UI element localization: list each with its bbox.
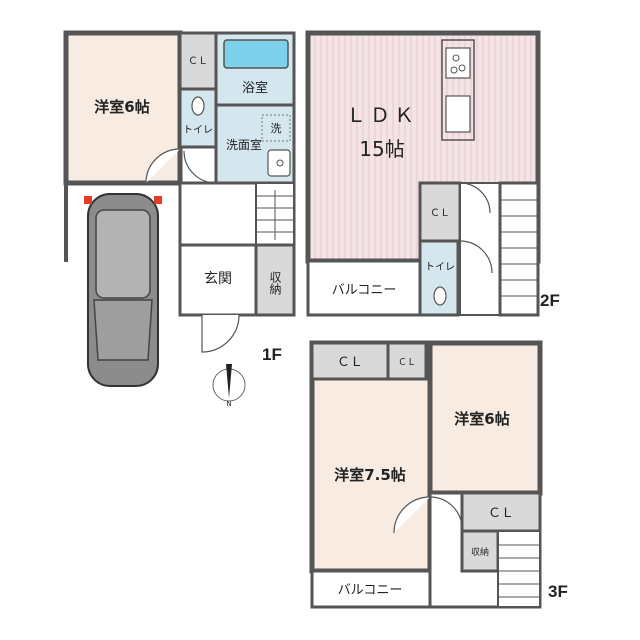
floor-label-1f: 1F — [262, 345, 282, 364]
door-washroom — [183, 150, 217, 184]
label-ldk: ＬＤＫ — [346, 103, 418, 127]
stairs-3f — [497, 530, 541, 608]
label-balcony-2f: バルコニー — [332, 283, 397, 298]
room-entrance — [178, 243, 258, 317]
door-western-3f-b — [429, 496, 463, 530]
compass-north-label: N — [226, 400, 231, 408]
room-balcony-2f — [306, 259, 422, 317]
label-bathroom: 浴室 — [242, 80, 268, 96]
floor-2f — [305, 30, 541, 317]
stairs-steps-3f — [498, 544, 540, 598]
label-closet-2f: ＣＬ — [430, 208, 450, 219]
stairs-steps-1f — [256, 190, 294, 240]
hall-2f — [459, 182, 501, 316]
room-shoe-storage — [254, 243, 296, 317]
room-closet-3f-b — [386, 341, 428, 381]
door-closet-2f — [459, 182, 491, 214]
kitchen-counter — [441, 39, 475, 141]
floor-label-3f: 3F — [548, 582, 568, 601]
sink-basin — [267, 149, 291, 177]
room-balcony-3f — [310, 569, 432, 609]
door-western-1f — [145, 148, 181, 184]
room-western-1f — [63, 30, 183, 186]
door-western-3f-a — [393, 496, 431, 534]
stairs-steps-2f — [500, 199, 538, 297]
floor-3f — [309, 340, 543, 609]
washer-space — [261, 114, 291, 142]
label-toilet-2f: トイレ — [425, 262, 455, 273]
compass-icon: N — [212, 364, 246, 408]
floor-label-2f: 2F — [540, 291, 560, 310]
room-western-3f-b — [427, 340, 543, 496]
toilet-bowl-icon — [191, 96, 205, 116]
label-shoe-storage: 収納 — [268, 271, 282, 295]
floor-1f: N — [63, 30, 296, 408]
label-closet-3f-b: ＣＬ — [398, 358, 416, 368]
car-icon — [84, 193, 162, 387]
burner-icon — [452, 54, 460, 62]
kitchen-sink — [445, 95, 471, 133]
door-entrance — [201, 314, 240, 353]
bathtub — [223, 39, 289, 69]
kitchen-stove — [445, 47, 471, 79]
label-closet-1f: ＣＬ — [188, 56, 208, 67]
label-storage-3f: 収納 — [471, 546, 489, 558]
label-western-3f-b: 洋室6帖 — [454, 410, 509, 428]
burner-icon — [450, 66, 458, 74]
label-western-1f: 洋室6帖 — [94, 98, 149, 116]
label-western-3f-a: 洋室7.5帖 — [334, 466, 406, 484]
label-balcony-3f: バルコニー — [338, 583, 403, 598]
label-toilet-1f: トイレ — [183, 125, 213, 136]
label-entrance: 玄関 — [204, 270, 232, 287]
label-closet-3f-c: ＣＬ — [488, 506, 514, 521]
toilet-bowl-icon — [433, 286, 447, 306]
burner-icon — [458, 64, 466, 72]
door-toilet-2f — [459, 240, 493, 274]
drain-icon — [276, 159, 284, 167]
label-washroom: 洗面室 — [226, 137, 262, 152]
label-ldk-size: 15帖 — [359, 137, 404, 161]
label-washer: 洗 — [271, 122, 282, 135]
room-closet-2f — [418, 181, 462, 243]
label-closet-3f-a: ＣＬ — [337, 355, 363, 370]
stairs-2f — [498, 181, 540, 317]
